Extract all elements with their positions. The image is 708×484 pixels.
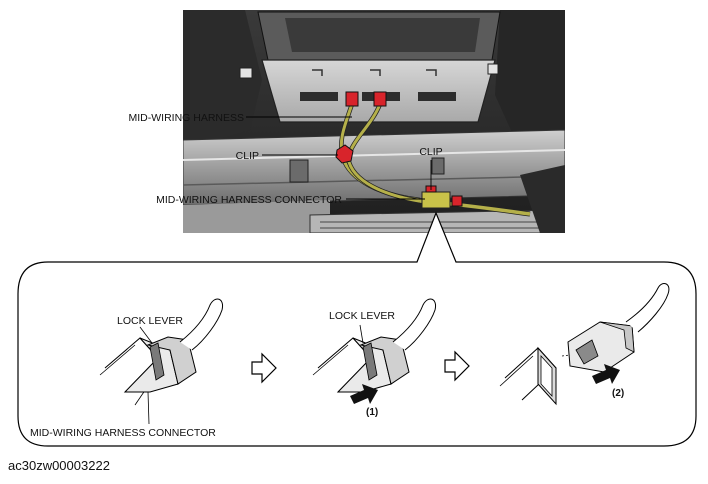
- label-detail-connector: MID-WIRING HARNESS CONNECTOR: [30, 427, 216, 439]
- label-step-2: (2): [612, 388, 624, 399]
- push-arrow-1: [350, 384, 378, 404]
- label-mid-wiring-harness-connector: MID-WIRING HARNESS CONNECTOR: [156, 194, 342, 206]
- label-mid-wiring-harness: MID-WIRING HARNESS: [129, 112, 245, 124]
- detail-panel-1: LOCK LEVER MID-WIRING HARNESS CONNECTOR: [30, 298, 224, 439]
- vehicle-interior-illustration: [183, 10, 565, 233]
- label-clip-right: CLIP: [419, 146, 442, 158]
- pull-arrow-2: [592, 364, 620, 384]
- photo-callouts: MID-WIRING HARNESS CLIP CLIP MID-WIRING …: [129, 112, 443, 206]
- detail-panel-3: (2): [499, 282, 670, 406]
- label-lock-lever-2: LOCK LEVER: [329, 310, 395, 322]
- label-clip-left: CLIP: [236, 150, 259, 162]
- figure-code: ac30zw00003222: [8, 458, 110, 473]
- step-arrow-2: [444, 350, 470, 382]
- label-lock-lever-1: LOCK LEVER: [117, 315, 183, 327]
- detail-panel-2: LOCK LEVER (1): [312, 298, 437, 418]
- step-arrow-1: [251, 352, 277, 384]
- label-step-1: (1): [366, 407, 378, 418]
